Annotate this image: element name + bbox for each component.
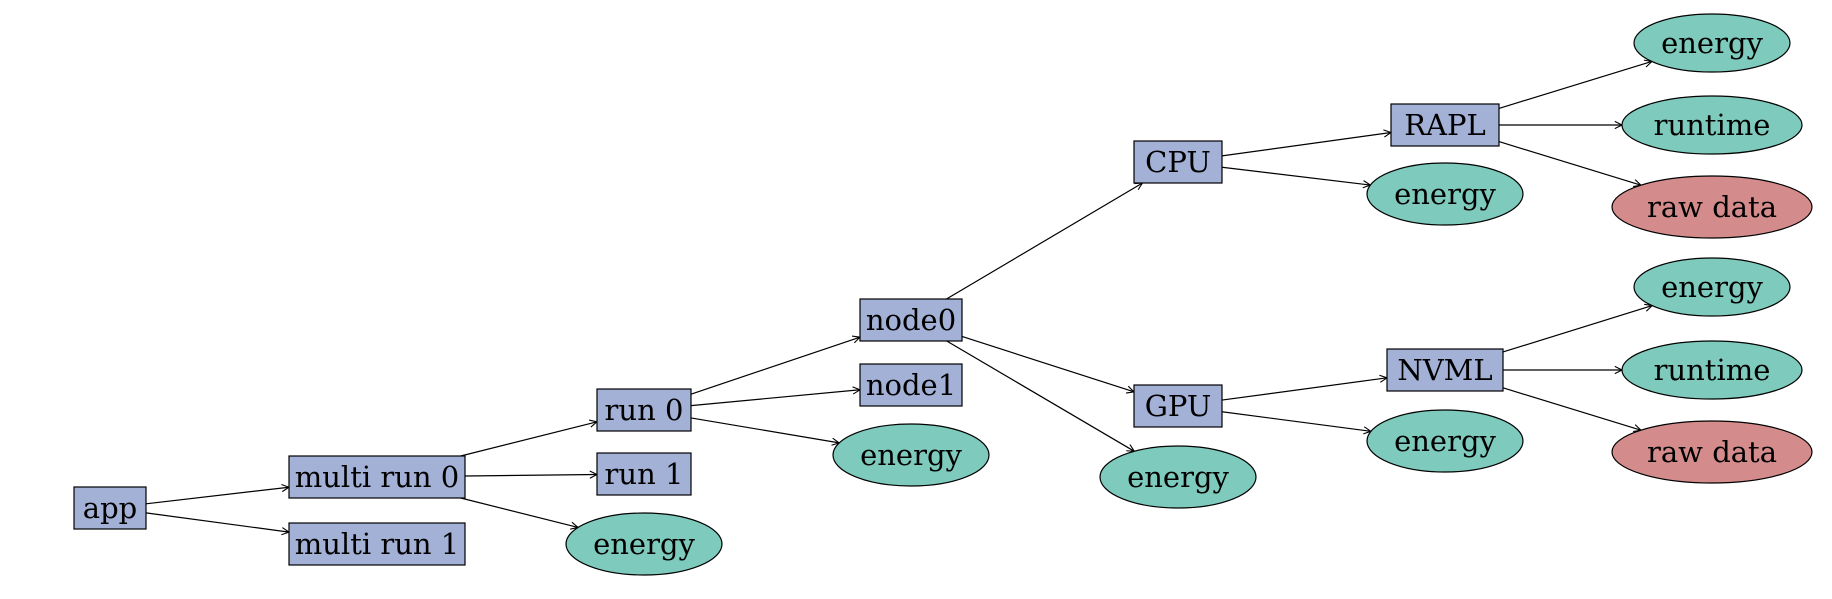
node-box-node1 xyxy=(859,363,963,407)
edge-run0-to-node1 xyxy=(690,390,860,407)
node-label-run1: run 1 xyxy=(605,457,684,491)
node-box-rapl xyxy=(1390,103,1500,147)
node-e_run0: energy xyxy=(832,423,990,487)
node-ellipse-rapl_raw xyxy=(1611,175,1813,239)
node-ellipse-rapl_energy xyxy=(1633,13,1791,73)
edge-run0-to-node0 xyxy=(690,337,860,395)
node-label-rapl_runtime: runtime xyxy=(1654,108,1771,142)
edge-node0-to-e_node0 xyxy=(946,340,1135,451)
node-e_mr0: energy xyxy=(565,512,723,576)
node-label-mr0: multi run 0 xyxy=(295,460,459,494)
node-cpu: CPU xyxy=(1133,140,1223,184)
node-label-e_cpu: energy xyxy=(1394,177,1496,211)
node-ellipse-e_cpu xyxy=(1366,162,1524,226)
node-node1: node1 xyxy=(859,363,963,407)
node-label-cpu: CPU xyxy=(1145,145,1211,179)
edge-nvml-to-nvml_raw xyxy=(1502,387,1641,430)
node-rapl_raw: raw data xyxy=(1611,175,1813,239)
node-app: app xyxy=(73,486,147,530)
node-box-run1 xyxy=(596,452,692,496)
node-rapl_energy: energy xyxy=(1633,13,1791,73)
node-gpu: GPU xyxy=(1133,384,1223,428)
node-ellipse-e_gpu xyxy=(1366,409,1524,473)
node-box-cpu xyxy=(1133,140,1223,184)
node-ellipse-rapl_runtime xyxy=(1621,95,1803,155)
node-e_node0: energy xyxy=(1099,445,1257,509)
node-mr1: multi run 1 xyxy=(288,522,466,566)
node-label-nvml_runtime: runtime xyxy=(1654,353,1771,387)
node-ellipse-nvml_runtime xyxy=(1621,340,1803,400)
node-label-gpu: GPU xyxy=(1145,389,1212,423)
nodes-layer: app multi run 0 multi run 1 energy run 0 run … xyxy=(73,13,1813,576)
node-box-node0 xyxy=(859,298,963,342)
node-box-run0 xyxy=(596,388,692,432)
edge-gpu-to-e_gpu xyxy=(1221,411,1371,432)
edge-mr0-to-run0 xyxy=(460,422,597,457)
edge-cpu-to-e_cpu xyxy=(1221,166,1370,185)
node-nvml_energy: energy xyxy=(1633,257,1791,317)
node-label-rapl_raw: raw data xyxy=(1647,190,1777,224)
node-ellipse-e_run0 xyxy=(832,423,990,487)
node-label-nvml_raw: raw data xyxy=(1647,435,1777,469)
node-label-rapl: RAPL xyxy=(1404,108,1486,142)
edge-gpu-to-nvml xyxy=(1221,378,1387,401)
node-label-e_gpu: energy xyxy=(1394,424,1496,458)
node-nvml_runtime: runtime xyxy=(1621,340,1803,400)
edge-rapl-to-rapl_raw xyxy=(1498,141,1641,186)
node-run1: run 1 xyxy=(596,452,692,496)
node-ellipse-e_node0 xyxy=(1099,445,1257,509)
node-rapl: RAPL xyxy=(1390,103,1500,147)
node-nvml: NVML xyxy=(1386,348,1504,392)
node-box-mr1 xyxy=(288,522,466,566)
node-label-run0: run 0 xyxy=(605,393,684,427)
edges-layer xyxy=(145,61,1652,532)
node-ellipse-nvml_energy xyxy=(1633,257,1791,317)
edge-cpu-to-rapl xyxy=(1221,132,1391,157)
edge-app-to-mr0 xyxy=(145,487,289,505)
node-label-e_node0: energy xyxy=(1127,460,1229,494)
node-label-nvml: NVML xyxy=(1397,353,1492,387)
node-label-nvml_energy: energy xyxy=(1661,270,1763,304)
node-nvml_raw: raw data xyxy=(1611,420,1813,484)
node-run0: run 0 xyxy=(596,388,692,432)
edge-app-to-mr1 xyxy=(145,512,289,532)
edge-nvml-to-nvml_energy xyxy=(1502,306,1652,353)
node-label-rapl_energy: energy xyxy=(1661,26,1763,60)
edge-rapl-to-rapl_energy xyxy=(1498,61,1652,109)
edge-mr0-to-run1 xyxy=(464,475,597,476)
edge-mr0-to-e_mr0 xyxy=(460,497,578,527)
edge-run0-to-e_run0 xyxy=(690,417,839,443)
node-label-node1: node1 xyxy=(866,368,956,402)
node-box-app xyxy=(73,486,147,530)
node-label-e_run0: energy xyxy=(860,438,962,472)
node-label-e_mr0: energy xyxy=(593,527,695,561)
node-label-node0: node0 xyxy=(866,303,956,337)
node-box-mr0 xyxy=(288,455,466,499)
node-e_gpu: energy xyxy=(1366,409,1524,473)
node-ellipse-nvml_raw xyxy=(1611,420,1813,484)
node-box-nvml xyxy=(1386,348,1504,392)
node-mr0: multi run 0 xyxy=(288,455,466,499)
node-label-mr1: multi run 1 xyxy=(295,527,459,561)
edge-node0-to-cpu xyxy=(946,183,1142,300)
node-rapl_runtime: runtime xyxy=(1621,95,1803,155)
node-box-gpu xyxy=(1133,384,1223,428)
node-label-app: app xyxy=(83,491,137,525)
edge-node0-to-gpu xyxy=(961,335,1134,391)
node-node0: node0 xyxy=(859,298,963,342)
node-ellipse-e_mr0 xyxy=(565,512,723,576)
node-e_cpu: energy xyxy=(1366,162,1524,226)
